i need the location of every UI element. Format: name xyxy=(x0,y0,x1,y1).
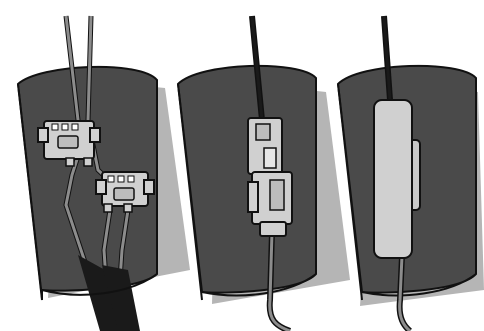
sleeve-2 xyxy=(176,64,317,294)
connector-1a xyxy=(37,120,101,167)
connector-1b xyxy=(95,171,155,213)
connector-cover-3 xyxy=(373,99,421,259)
panel-2 xyxy=(176,15,350,331)
connector-2 xyxy=(247,117,293,237)
panel-1 xyxy=(16,15,190,331)
panel-3 xyxy=(336,15,484,331)
